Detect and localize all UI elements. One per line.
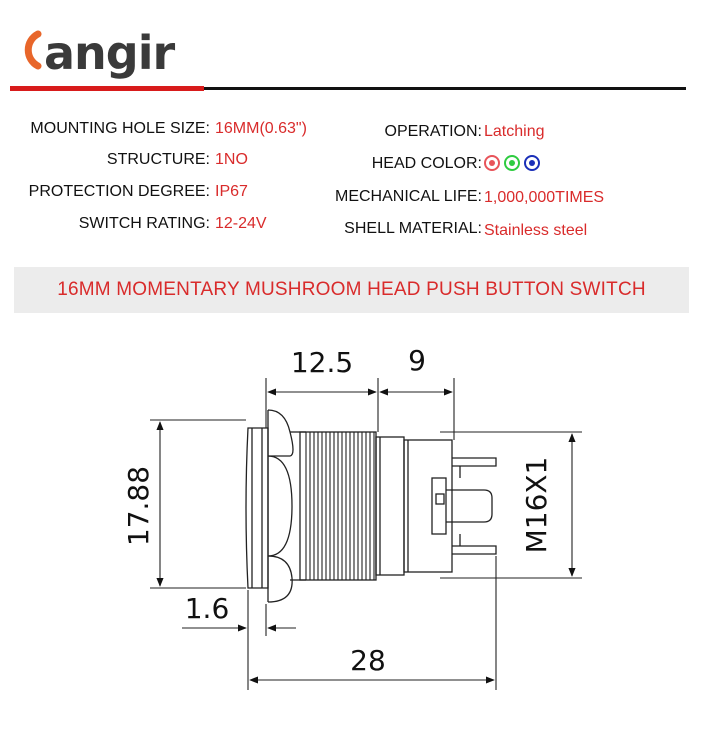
head-front-face bbox=[245, 427, 269, 589]
switch-outline bbox=[245, 409, 377, 603]
spec-label-head-color: HEAD COLOR: bbox=[371, 155, 482, 172]
spec-value-switch-rating: 12-24V bbox=[215, 215, 267, 232]
spec-label-operation: OPERATION: bbox=[384, 123, 483, 140]
product-title: 16MM MOMENTARY MUSHROOM HEAD PUSH BUTTON… bbox=[57, 279, 646, 300]
product-title-banner: 16MM MOMENTARY MUSHROOM HEAD PUSH BUTTON… bbox=[14, 267, 689, 313]
spec-value-protection: IP67 bbox=[215, 183, 248, 200]
head-color-swatches bbox=[484, 155, 544, 173]
spec-label-protection: PROTECTION DEGREE: bbox=[28, 183, 210, 200]
spec-label-mounting-hole: MOUNTING HOLE SIZE: bbox=[30, 120, 210, 137]
spec-value-mechanical-life: 1,000,000TIMES bbox=[484, 189, 605, 206]
terminal-block bbox=[403, 439, 453, 573]
spec-value-structure: 1NO bbox=[215, 151, 248, 168]
header-divider bbox=[10, 87, 686, 90]
dim-label-head-diameter: 17.88 bbox=[122, 466, 155, 546]
green-color-dot-icon bbox=[504, 155, 520, 171]
header-accent-bar bbox=[10, 86, 204, 91]
dim-label-thread: M16X1 bbox=[520, 457, 553, 554]
head-lobe-bottom bbox=[267, 555, 293, 603]
spec-label-structure: STRUCTURE: bbox=[106, 151, 210, 168]
blue-color-dot-icon bbox=[524, 155, 540, 171]
spec-label-mechanical-life: MECHANICAL LIFE: bbox=[335, 188, 482, 205]
spec-label-switch-rating: SWITCH RATING: bbox=[78, 215, 210, 232]
thread-lines bbox=[305, 432, 375, 580]
dim-label-head-thickness: 1.6 bbox=[185, 592, 230, 625]
head-lobe-top bbox=[267, 409, 294, 457]
head-lobe-middle bbox=[267, 455, 293, 557]
brand-name: angir bbox=[44, 26, 175, 80]
dimension-lines bbox=[150, 378, 582, 690]
dim-label-body: 9 bbox=[408, 344, 426, 377]
spec-label-shell-material: SHELL MATERIAL: bbox=[344, 220, 482, 237]
spec-value-mounting-hole: 16MM(0.63") bbox=[215, 120, 307, 137]
spec-value-operation: Latching bbox=[484, 123, 545, 140]
dim-label-overall-length: 28 bbox=[350, 644, 386, 677]
logo-arc-icon bbox=[24, 30, 42, 70]
brand-logo: angir bbox=[12, 16, 175, 80]
rear-housing bbox=[375, 436, 497, 576]
red-color-dot-icon bbox=[484, 155, 500, 171]
dimension-drawing: 12.5 9 17.88 M16X1 1.6 28 bbox=[122, 344, 582, 690]
dim-label-head-to-thread: 12.5 bbox=[291, 346, 353, 379]
spec-value-shell-material: Stainless steel bbox=[484, 222, 588, 239]
